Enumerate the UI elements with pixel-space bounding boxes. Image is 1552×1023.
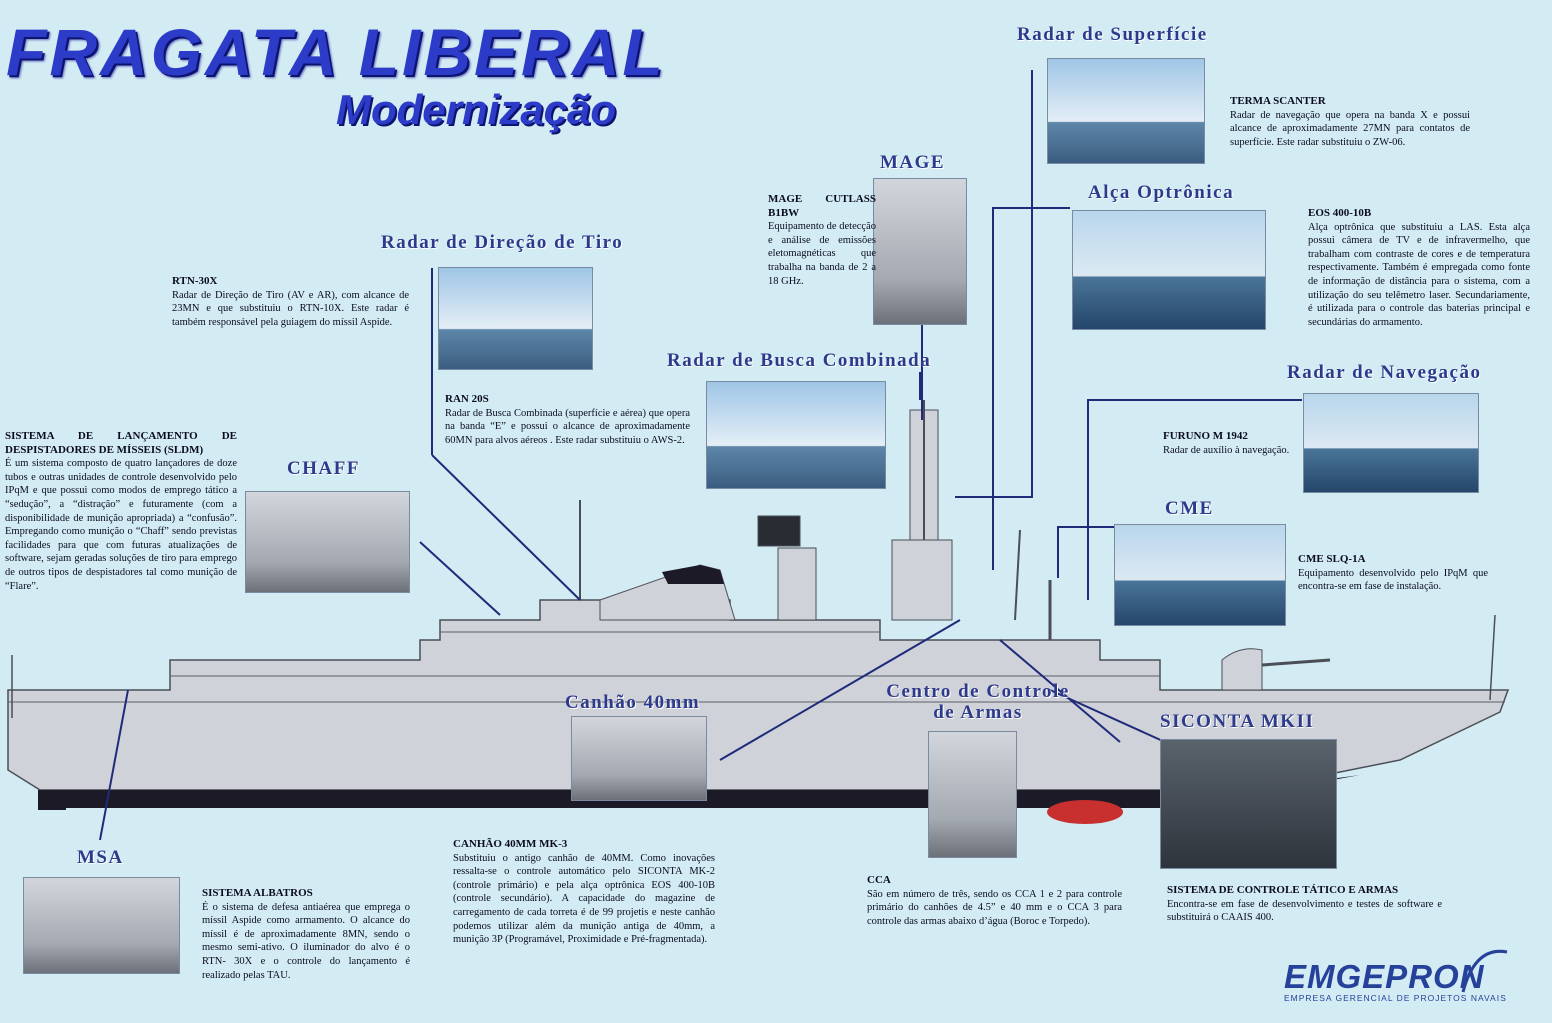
- photo-mage: [873, 178, 967, 325]
- section-title-chaff: CHAFF: [287, 458, 360, 479]
- desc-title: SISTEMA DE LANÇAMENTO DE DESPISTADORES D…: [5, 430, 237, 456]
- desc-text: Alça optrônica que substituiu a LAS. Est…: [1308, 221, 1530, 328]
- logo-swoosh-icon: [1461, 949, 1508, 993]
- desc-title: EOS 400-10B: [1308, 207, 1372, 219]
- desc-text: Radar de auxílio à navegação.: [1163, 444, 1290, 456]
- desc-canhao: CANHÃO 40MM MK-3 Substituiu o antigo can…: [453, 838, 715, 947]
- desc-text: Substituiu o antigo canhão de 40MM. Como…: [453, 852, 715, 946]
- section-title-cme: CME: [1165, 498, 1214, 519]
- desc-title: MAGE CUTLASS B1BW: [768, 193, 876, 219]
- photo-cme: [1114, 524, 1286, 626]
- desc-text: Equipamento desenvolvido pelo IPqM que e…: [1298, 567, 1488, 593]
- section-title-siconta: SICONTA MKII: [1160, 711, 1315, 732]
- ship-keel: [1047, 800, 1123, 824]
- desc-radar-navegacao: FURUNO M 1942 Radar de auxílio à navegaç…: [1163, 430, 1303, 457]
- photo-radar-busca: [706, 381, 886, 489]
- desc-text: Radar de navegação que opera na banda X …: [1230, 109, 1470, 148]
- photo-radar-navegacao: [1303, 393, 1479, 493]
- section-title-radar-navegacao: Radar de Navegação: [1287, 362, 1482, 383]
- desc-text: Equipamento de detecção e análise de emi…: [768, 221, 876, 287]
- desc-text: Encontra-se em fase de desenvolvimento e…: [1167, 898, 1442, 924]
- section-title-canhao: Canhão 40mm: [565, 692, 701, 713]
- photo-alca-optronica: [1072, 210, 1266, 330]
- section-title-radar-direcao-tiro: Radar de Direção de Tiro: [381, 232, 624, 253]
- photo-cca: [928, 731, 1017, 858]
- desc-text: É o sistema de defesa antiaérea que empr…: [202, 901, 410, 981]
- desc-text: São em número de três, sendo os CCA 1 e …: [867, 888, 1122, 927]
- desc-siconta: SISTEMA DE CONTROLE TÁTICO E ARMAS Encon…: [1167, 884, 1442, 925]
- page-subtitle: Modernização: [336, 86, 617, 133]
- desc-title: CANHÃO 40MM MK-3: [453, 838, 568, 850]
- desc-title: TERMA SCANTER: [1230, 95, 1326, 107]
- desc-title: RAN 20S: [445, 393, 489, 405]
- photo-siconta: [1160, 739, 1337, 869]
- photo-chaff: [245, 491, 410, 593]
- desc-title: CCA: [867, 874, 891, 886]
- section-title-alca-optronica: Alça Optrônica: [1088, 182, 1235, 203]
- desc-text: Radar de Direção de Tiro (AV e AR), com …: [172, 289, 409, 328]
- desc-cme: CME SLQ-1A Equipamento desenvolvido pelo…: [1298, 553, 1488, 594]
- section-title-msa: MSA: [77, 847, 124, 868]
- desc-radar-busca: RAN 20S Radar de Busca Combinada (superf…: [445, 393, 690, 447]
- desc-title: SISTEMA ALBATROS: [202, 887, 313, 899]
- desc-text: Radar de Busca Combinada (superfície e a…: [445, 407, 690, 446]
- page-title: FRAGATA LIBERAL: [6, 15, 666, 89]
- section-title-cca: Centro de Controle de Armas: [886, 681, 1070, 723]
- photo-radar-superficie: [1047, 58, 1205, 164]
- section-title-mage: MAGE: [880, 152, 946, 173]
- desc-alca-optronica: EOS 400-10B Alça optrônica que substitui…: [1308, 207, 1530, 329]
- photo-canhao: [571, 716, 707, 801]
- desc-sldm: SISTEMA DE LANÇAMENTO DE DESPISTADORES D…: [5, 430, 237, 593]
- desc-title: RTN-30X: [172, 275, 218, 287]
- photo-radar-direcao-tiro: [438, 267, 593, 370]
- desc-radar-superficie: TERMA SCANTER Radar de navegação que ope…: [1230, 95, 1470, 149]
- photo-msa: [23, 877, 180, 974]
- desc-title: SISTEMA DE CONTROLE TÁTICO E ARMAS: [1167, 884, 1399, 896]
- desc-cca: CCA São em número de três, sendo os CCA …: [867, 874, 1122, 928]
- desc-mage: MAGE CUTLASS B1BW Equipamento de detecçã…: [768, 193, 876, 288]
- desc-title: FURUNO M 1942: [1163, 430, 1248, 442]
- desc-title: CME SLQ-1A: [1298, 553, 1366, 565]
- desc-msa: SISTEMA ALBATROS É o sistema de defesa a…: [202, 887, 410, 982]
- section-title-radar-superficie: Radar de Superfície: [1017, 24, 1208, 45]
- emgepron-tagline: EMPRESA GERENCIAL DE PROJETOS NAVAIS: [1284, 993, 1507, 1003]
- emgepron-logo: EMGEPRON: [1284, 958, 1485, 995]
- section-title-radar-busca: Radar de Busca Combinada: [667, 350, 932, 371]
- desc-text: É um sistema composto de quatro lançador…: [5, 458, 237, 592]
- desc-radar-direcao-tiro: RTN-30X Radar de Direção de Tiro (AV e A…: [172, 275, 409, 329]
